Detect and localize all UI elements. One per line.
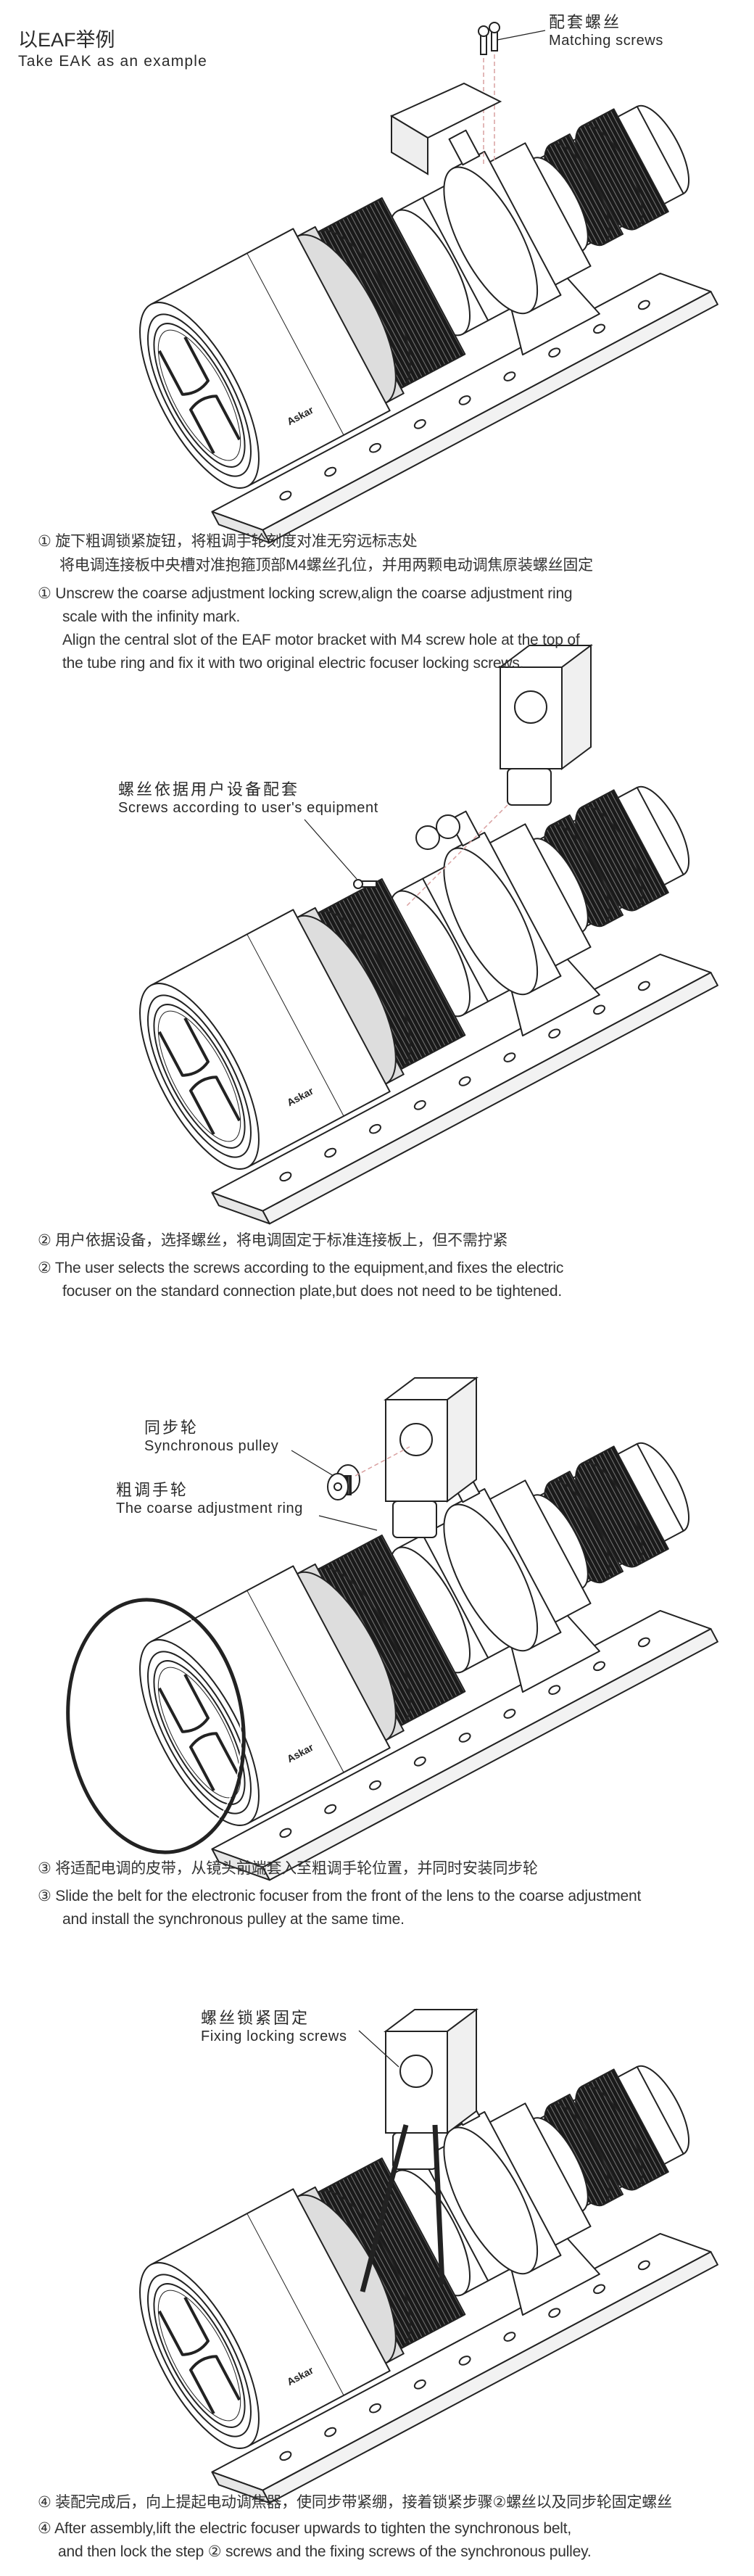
synchronous-pulley-icon [327,1464,360,1500]
step4-en-line: ④ After assembly,lift the electric focus… [38,2520,572,2537]
callout-matching-screws-en: Matching screws [549,33,663,49]
step3-en-line: and install the synchronous pulley at th… [62,1911,405,1928]
step4-cn-line: ④ 装配完成后，向上提起电动调焦器，使同步带紧绷，接着锁紧步骤②螺丝以及同步轮固… [38,2494,672,2511]
page-title-en: Take EAK as an example [18,53,208,70]
step1-en-line: Align the central slot of the EAF motor … [62,632,580,648]
callout-coarse-ring-en: The coarse adjustment ring [116,1500,303,1516]
callout-pulley-en: Synchronous pulley [144,1438,279,1454]
callout-coarse-ring-cn: 粗调手轮 [116,1481,189,1499]
step4-illustration [108,2004,754,2522]
step3-illustration [66,1377,754,1899]
callout-fixing-screws-en: Fixing locking screws [201,2028,347,2044]
step1-illustration [108,22,754,561]
step1-en-line: scale with the infinity mark. [62,608,241,625]
step1-cn-line: 将电调连接板中央槽对准抱箍顶部M4螺丝孔位，并用两颗电动调焦原装螺丝固定 [59,557,593,574]
step2-illustration [108,645,754,1242]
step3-cn-line: ③ 将适配电调的皮带，从镜头前端套入至粗调手轮位置，并同时安装同步轮 [38,1860,538,1877]
step3-en-line: ③ Slide the belt for the electronic focu… [38,1888,642,1904]
matching-screws-icon [478,22,500,55]
callout-matching-screws-cn: 配套螺丝 [549,13,622,31]
callout-fixing-screws-cn: 螺丝锁紧固定 [201,2009,310,2027]
timing-belt [66,1598,246,1854]
tightened-belt [360,2124,445,2292]
step1-cn-line: ① 旋下粗调锁紧旋钮，将粗调手轮刻度对准无穷远标志处 [38,533,418,550]
page-title-cn: 以EAF举例 [18,29,115,51]
callout-screws-en: Screws according to user's equipment [118,800,378,816]
step2-en-line: focuser on the standard connection plate… [62,1283,563,1300]
step1-en-line: the tube ring and fix it with two origin… [62,655,524,672]
callout-screws-cn: 螺丝依据用户设备配套 [118,780,300,798]
step1-en-line: ① Unscrew the coarse adjustment locking … [38,585,573,602]
step2-cn-line: ② 用户依据设备，选择螺丝，将电调固定于标准连接板上，但不需拧紧 [38,1232,508,1249]
callout-pulley-cn: 同步轮 [144,1419,199,1437]
step2-en-line: ② The user selects the screws according … [38,1260,564,1276]
screw-icon [353,879,377,889]
motor-bracket [389,82,502,176]
step4-en-line: and then lock the step ② screws and the … [58,2543,592,2560]
